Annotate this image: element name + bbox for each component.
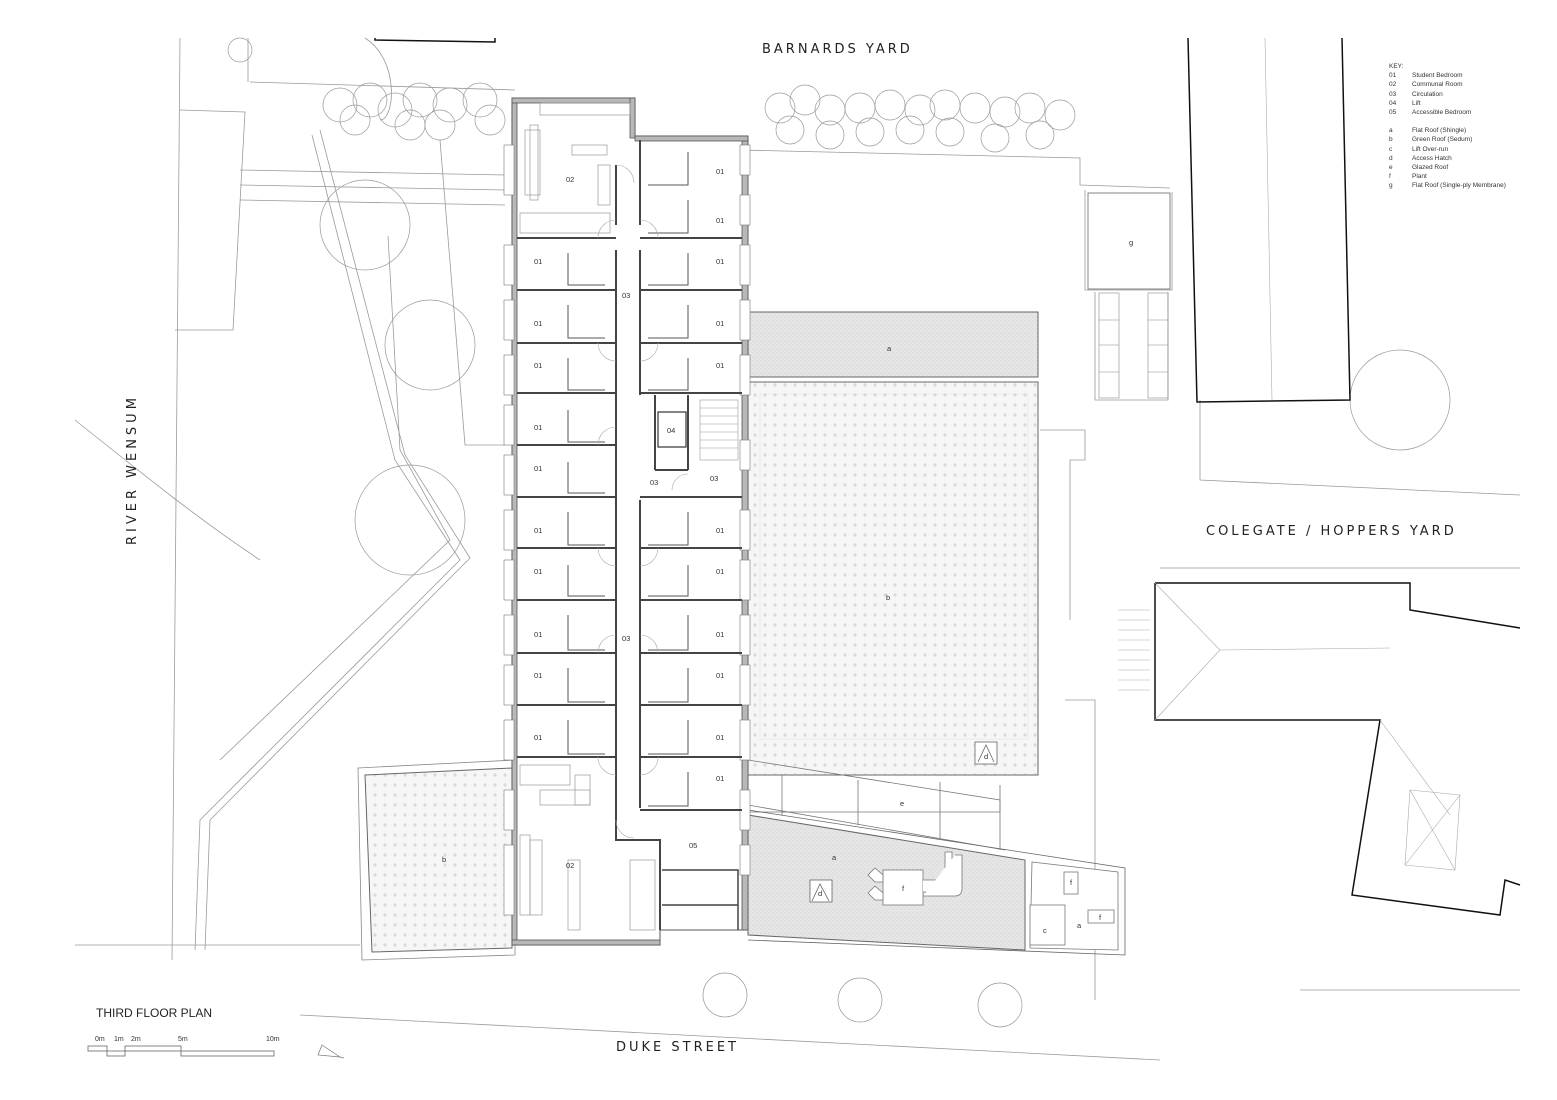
door-swings (597, 164, 689, 839)
lift-04 (657, 411, 687, 448)
svg-text:04: 04 (667, 426, 675, 435)
street-label-top: BARNARDS YARD (762, 42, 913, 57)
roof-a-right (1029, 861, 1119, 951)
svg-text:b: b (442, 855, 446, 864)
drawing-title: THIRD FLOOR PLAN (96, 1006, 213, 1020)
svg-text:01: 01 (716, 630, 724, 639)
street-label-right: COLEGATE / HOPPERS YARD (1206, 524, 1457, 539)
svg-text:f: f (902, 884, 905, 893)
trees (227, 37, 1451, 1028)
svg-text:01: 01 (534, 319, 542, 328)
svg-text:a: a (887, 344, 892, 353)
svg-text:01: 01 (716, 216, 724, 225)
svg-text:f: f (1099, 913, 1102, 922)
svg-text:g: g (1129, 238, 1133, 247)
roof-b-central (747, 381, 1039, 776)
svg-text:d: d (818, 889, 822, 898)
svg-text:f: f (1070, 878, 1073, 887)
svg-text:b: b (886, 593, 890, 602)
svg-text:01: 01 (716, 167, 724, 176)
roof-g (1087, 192, 1171, 290)
street-label-bottom: DUKE STREET (616, 1040, 739, 1055)
main-building (503, 97, 751, 946)
svg-text:01: 01 (534, 361, 542, 370)
svg-text:01: 01 (534, 464, 542, 473)
svg-text:01: 01 (716, 526, 724, 535)
svg-text:c: c (1043, 926, 1047, 935)
svg-text:01: 01 (716, 319, 724, 328)
north-arrow-icon (317, 1044, 345, 1059)
svg-text:01: 01 (716, 774, 724, 783)
svg-text:01: 01 (716, 733, 724, 742)
legend-heading: KEY: (1389, 63, 1404, 70)
plant-unit (867, 851, 963, 906)
svg-text:03: 03 (710, 474, 718, 483)
roof-a-top (747, 311, 1039, 378)
svg-text:01: 01 (534, 671, 542, 680)
svg-text:03: 03 (622, 634, 630, 643)
access-hatch-bottom (809, 879, 833, 903)
furniture (519, 102, 656, 931)
svg-text:02: 02 (566, 175, 574, 184)
svg-text:e: e (900, 799, 904, 808)
svg-text:d: d (984, 752, 988, 761)
svg-text:01: 01 (534, 567, 542, 576)
svg-text:05: 05 (689, 841, 697, 850)
svg-text:01: 01 (534, 423, 542, 432)
svg-text:01: 01 (534, 733, 542, 742)
svg-text:01: 01 (716, 671, 724, 680)
river-label: RIVER WENSUM (125, 394, 140, 545)
glazed-roof-e (747, 759, 1006, 851)
svg-text:01: 01 (534, 630, 542, 639)
site-context (74, 37, 1521, 1061)
svg-text:01: 01 (534, 257, 542, 266)
roof-b-left (364, 767, 513, 953)
svg-text:a: a (832, 853, 837, 862)
room-labels: 02 02 05 04 03 03 03 03 01 01 01 01 01 01 0… (442, 167, 1133, 935)
stair (699, 399, 739, 461)
svg-text:02: 02 (566, 861, 574, 870)
scale-bar (87, 1045, 275, 1057)
svg-text:03: 03 (622, 291, 630, 300)
bathroom-pods (567, 152, 689, 807)
svg-text:01: 01 (716, 257, 724, 266)
access-hatch-central (974, 741, 998, 765)
svg-text:01: 01 (716, 567, 724, 576)
svg-text:01: 01 (716, 361, 724, 370)
svg-text:03: 03 (650, 478, 658, 487)
svg-text:a: a (1077, 921, 1082, 930)
svg-text:01: 01 (534, 526, 542, 535)
